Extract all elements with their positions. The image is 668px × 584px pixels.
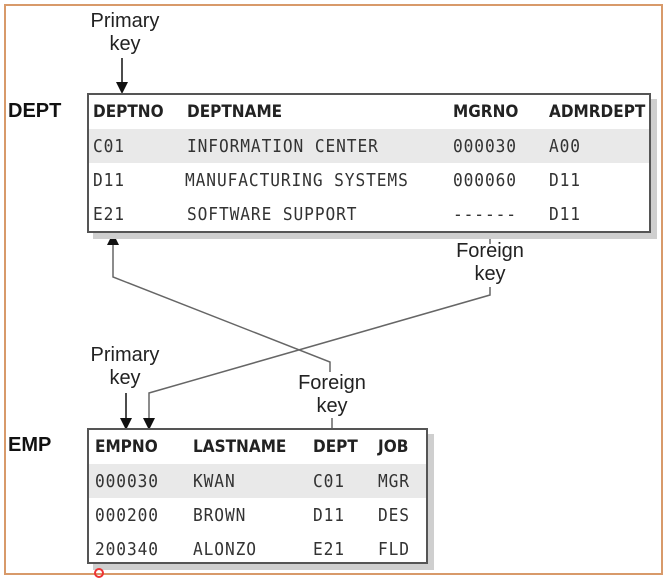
table-row: 200340 ALONZO E21 FLD [89, 532, 426, 562]
cell: DES [378, 505, 410, 526]
empno-target-arrowhead [143, 418, 155, 430]
column-header: MGRNO [453, 102, 519, 122]
column-header: ADMRDEPT [549, 102, 646, 122]
cell: E21 [313, 539, 345, 560]
label-line: key [109, 33, 141, 55]
column-header: LASTNAME [193, 437, 287, 457]
dept-table-name: DEPT [8, 100, 62, 122]
cell: BROWN [193, 505, 247, 526]
cell: FLD [378, 539, 410, 560]
cell: 000030 [453, 136, 517, 157]
deptno-target-arrowhead [107, 233, 119, 245]
label-line: key [474, 263, 506, 285]
cell: 000030 [95, 471, 159, 492]
label-line: Foreign [456, 240, 524, 262]
label-line: Primary [90, 344, 160, 366]
cell: 000060 [453, 170, 517, 191]
cell: C01 [93, 136, 125, 157]
cell: KWAN [193, 471, 236, 492]
label-line: key [316, 395, 348, 417]
cell: 000200 [95, 505, 159, 526]
emp-table-name: EMP [8, 434, 52, 456]
table-row: C01 INFORMATION CENTER 000030 A00 [89, 129, 649, 163]
emp-foreign-key-line [112, 244, 331, 372]
cell: SOFTWARE SUPPORT [187, 204, 358, 225]
cell: INFORMATION CENTER [187, 136, 379, 157]
cell: D11 [93, 170, 125, 191]
column-header: DEPTNAME [187, 102, 283, 122]
label-line: Primary [90, 10, 160, 32]
table-row: D11 MANUFACTURING SYSTEMS 000060 D11 [89, 163, 649, 197]
dept-table: DEPTNO DEPTNAME MGRNO ADMRDEPT C01 INFOR… [87, 93, 651, 233]
table-row: 000200 BROWN D11 DES [89, 498, 426, 532]
cell: D11 [313, 505, 345, 526]
cell: MANUFACTURING SYSTEMS [185, 170, 409, 191]
cell: E21 [93, 204, 125, 225]
cell: MGR [378, 471, 410, 492]
dept-primary-key-arrowhead [116, 82, 128, 94]
emp-header-row: EMPNO LASTNAME DEPT JOB [89, 430, 426, 464]
cell: D11 [549, 204, 581, 225]
cursor-indicator [94, 568, 104, 578]
emp-table: EMPNO LASTNAME DEPT JOB 000030 KWAN C01 … [87, 428, 428, 564]
table-row: E21 SOFTWARE SUPPORT ------ D11 [89, 197, 649, 231]
cell: A00 [549, 136, 581, 157]
column-header: DEPT [313, 437, 358, 457]
emp-primary-key-arrowhead [120, 418, 132, 430]
table-row: 000030 KWAN C01 MGR [89, 464, 426, 498]
column-header: DEPTNO [93, 102, 164, 122]
label-line: Foreign [298, 372, 366, 394]
label-line: key [109, 367, 141, 389]
column-header: EMPNO [95, 437, 158, 457]
cell: ------ [453, 204, 517, 225]
diagram-frame [4, 4, 663, 575]
cell: 200340 [95, 539, 159, 560]
dept-foreign-key-line [148, 287, 491, 420]
dept-header-row: DEPTNO DEPTNAME MGRNO ADMRDEPT [89, 95, 649, 129]
cell: ALONZO [193, 539, 257, 560]
cell: D11 [549, 170, 581, 191]
column-header: JOB [378, 437, 409, 457]
cell: C01 [313, 471, 345, 492]
